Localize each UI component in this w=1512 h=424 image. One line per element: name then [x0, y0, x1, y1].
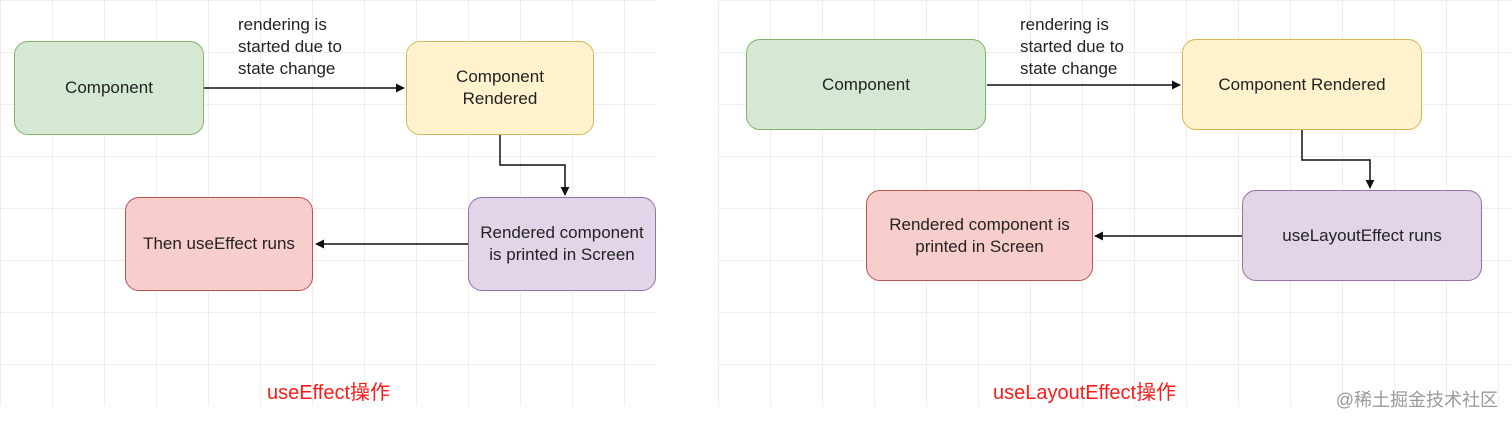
left-node-component-rendered-text: Component Rendered — [456, 67, 544, 108]
right-edge-label: rendering is started due to state change — [1020, 15, 1124, 78]
left-edge-label: rendering is started due to state change — [238, 15, 342, 78]
right-node-uselayouteffect-runs: useLayoutEffect runs — [1242, 190, 1482, 281]
right-node-component-rendered: Component Rendered — [1182, 39, 1422, 130]
left-node-component-text: Component — [65, 78, 153, 97]
right-caption: useLayoutEffect操作 — [993, 382, 1177, 404]
right-node-component: Component — [746, 39, 986, 130]
right-edge-rendered-to-layout-effect — [1301, 130, 1375, 189]
watermark: @稀土掘金技术社区 — [1335, 390, 1498, 410]
right-node-component-text: Component — [822, 74, 910, 94]
left-edge-rendered-to-printed — [499, 135, 570, 196]
left-node-then-useeffect-runs-text: Then useEffect runs — [143, 234, 295, 253]
left-node-printed-in-screen-text: Rendered component is printed in Screen — [480, 223, 644, 264]
panel-gap — [656, 0, 718, 406]
left-caption: useEffect操作 — [267, 382, 391, 404]
left-node-component-rendered: Component Rendered — [406, 41, 594, 135]
left-node-component: Component — [14, 41, 204, 135]
right-node-printed-in-screen: Rendered component is printed in Screen — [866, 190, 1093, 281]
right-node-printed-in-screen-text: Rendered component is printed in Screen — [889, 214, 1070, 256]
right-node-component-rendered-text: Component Rendered — [1218, 74, 1386, 94]
left-node-then-useeffect-runs: Then useEffect runs — [125, 197, 313, 291]
right-node-uselayouteffect-runs-text: useLayoutEffect runs — [1282, 225, 1442, 245]
left-node-printed-in-screen: Rendered component is printed in Screen — [468, 197, 656, 291]
